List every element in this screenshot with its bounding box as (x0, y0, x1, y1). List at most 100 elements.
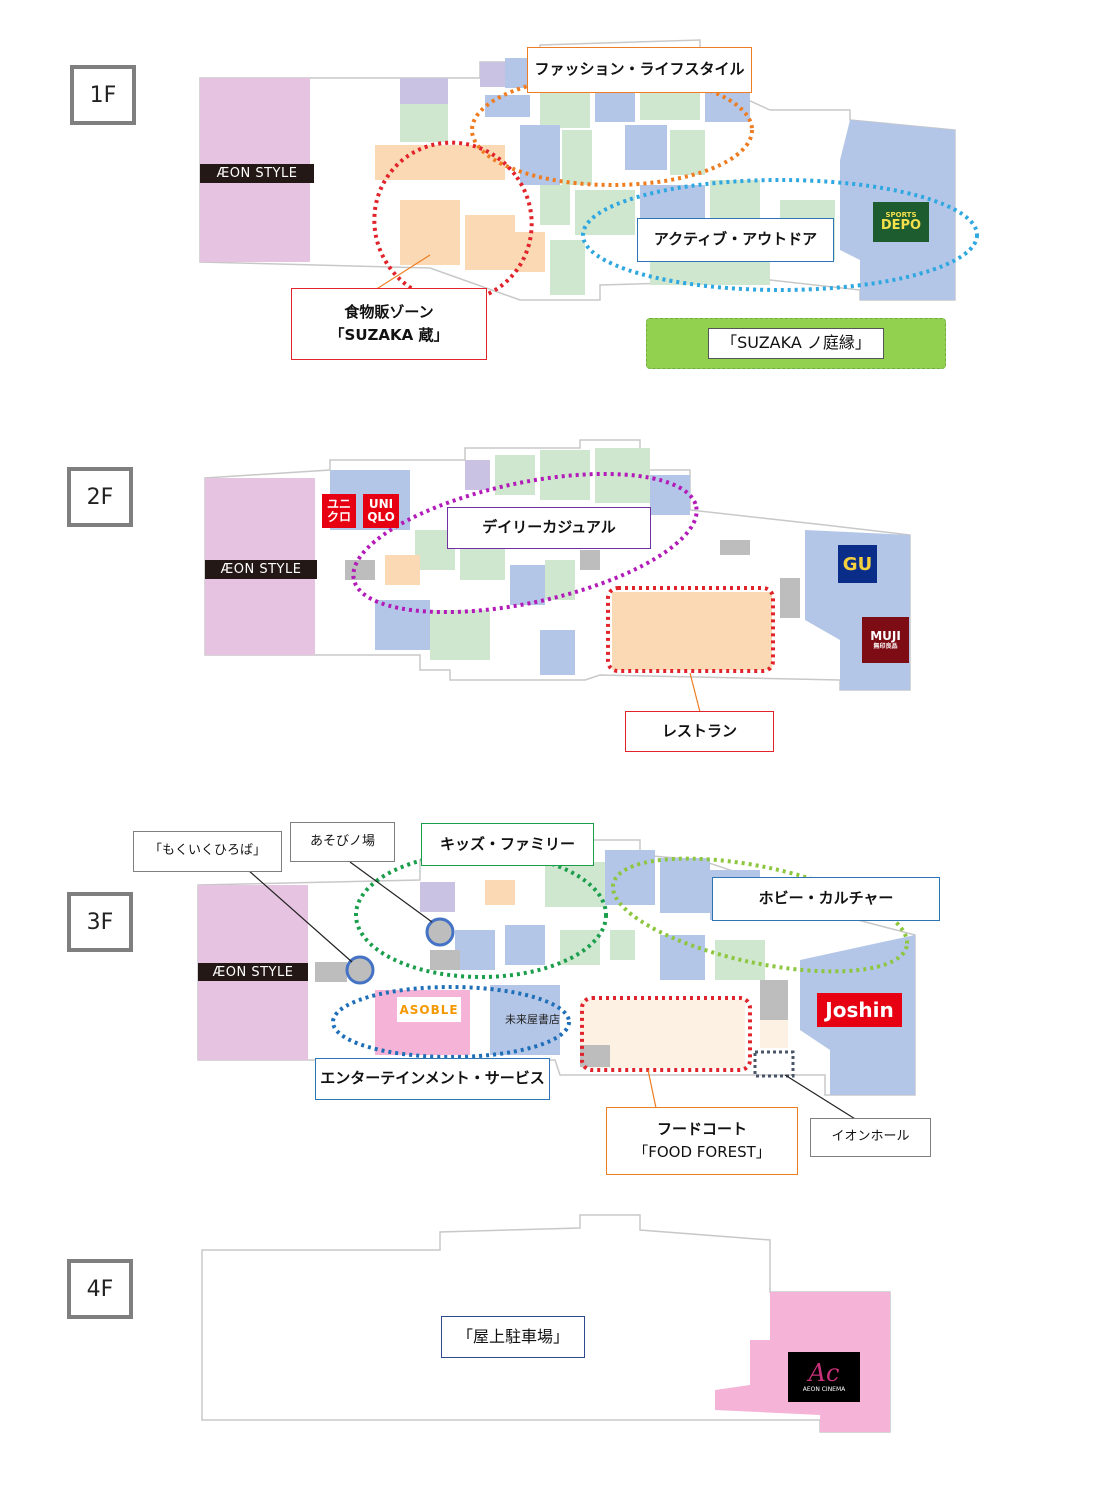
label-garden-banner: 「SUZAKA ノ庭縁」 (646, 318, 946, 369)
label-mokuiku: 「もくいくひろば」 (133, 831, 282, 872)
label-kids-family: キッズ・ファミリー (421, 823, 594, 866)
store (430, 610, 490, 660)
zone-hobby-outline (610, 856, 910, 974)
store (670, 130, 705, 175)
miraiya-label: 未来屋書店 (505, 1013, 560, 1026)
store (610, 930, 635, 960)
mokuiku-leader (247, 869, 353, 963)
store (400, 78, 448, 104)
restaurant-area (612, 592, 772, 670)
food-zone-leader (374, 254, 431, 291)
service-area (580, 1045, 610, 1067)
store (640, 92, 700, 120)
label-restaurant: レストラン (625, 711, 774, 752)
service-area (345, 560, 375, 580)
aeon-cinema-logo: Ac AEON CINEMA (788, 1352, 860, 1402)
store (540, 630, 575, 675)
store (545, 862, 605, 907)
uniqlo-jp-top: ユニ (326, 497, 351, 511)
service-area (720, 540, 750, 555)
store (455, 930, 495, 970)
mokuiku-marker (345, 955, 375, 985)
uniqlo-jp-bottom: クロ (326, 510, 351, 524)
floor-badge-4f: 4F (67, 1259, 133, 1319)
sports-depo-text: DEPO (880, 218, 922, 233)
label-asobi: あそびノ場 (290, 822, 395, 862)
service-area (315, 962, 347, 982)
aeon-hall-outline (753, 1050, 795, 1078)
store (420, 882, 455, 912)
food-store (385, 555, 420, 585)
label-food-zone: 食物販ゾーン 「SUZAKA 蔵」 (291, 288, 487, 360)
floor-badge-3f: 3F (67, 892, 133, 952)
zone-kids-outline (354, 851, 608, 979)
asobi-marker (425, 917, 455, 947)
zone-daily-casual-outline (351, 471, 699, 615)
store (710, 180, 760, 225)
label-daily-casual: デイリーカジュアル (447, 507, 651, 549)
label-rooftop-parking: 「屋上駐車場」 (441, 1316, 585, 1358)
service-area (580, 550, 600, 570)
asoble-logo: ASOBLE (397, 997, 461, 1022)
store (625, 125, 667, 170)
floor-badge-1f: 1F (70, 65, 136, 125)
store (510, 565, 545, 605)
zone-restaurant-outline (606, 586, 775, 673)
uniqlo-logo-jp: ユニ クロ (322, 494, 356, 528)
sports-depo-small-text: SPORTS (885, 211, 917, 219)
store (562, 130, 592, 185)
label-food-zone-line2: 「SUZAKA 蔵」 (329, 326, 449, 344)
service-area (780, 578, 800, 618)
food-store (375, 145, 505, 180)
zone-entertainment-outline (331, 985, 571, 1059)
store (480, 62, 505, 87)
restaurant-leader (689, 672, 701, 713)
service-area (760, 980, 788, 1020)
store (660, 858, 710, 913)
aeon-style-logo: ÆON STYLE (205, 560, 317, 579)
label-food-court: フードコート 「FOOD FOREST」 (606, 1107, 798, 1175)
label-fashion-lifestyle: ファッション・ライフスタイル (527, 47, 752, 93)
zone-food-outline (372, 140, 534, 304)
label-active-outdoor: アクティブ・アウトドア (637, 218, 834, 262)
food-store (465, 215, 515, 270)
food-court-area (760, 1020, 788, 1048)
label-food-zone-line1: 食物販ゾーン (344, 302, 434, 321)
gu-logo: GU (838, 545, 877, 583)
zone-food-court-outline (580, 996, 752, 1072)
store (465, 460, 490, 490)
store (595, 92, 635, 122)
store (560, 930, 600, 965)
aeon-style-logo: ÆON STYLE (198, 963, 308, 981)
muji-logo: MUJI 無印良品 (862, 617, 909, 663)
service-area (430, 950, 460, 970)
store (485, 95, 530, 117)
store (705, 92, 750, 122)
label-hobby-culture: ホビー・カルチャー (712, 877, 940, 921)
joshin-logo: Joshin (817, 993, 902, 1027)
floor-3-map (197, 839, 916, 1123)
store (660, 935, 705, 980)
food-store (400, 200, 460, 265)
label-food-court-line2: 「FOOD FOREST」 (633, 1143, 771, 1161)
uniqlo-logo-en: UNI QLO (363, 494, 399, 528)
aeon-cinema-text: AEON CINEMA (802, 1386, 846, 1393)
food-court-leader (647, 1069, 657, 1109)
aeon-style-logo: ÆON STYLE (200, 164, 314, 183)
muji-sub-text: 無印良品 (873, 642, 898, 650)
label-food-court-line1: フードコート (656, 1119, 747, 1138)
store (400, 104, 448, 142)
store (540, 92, 590, 128)
store (540, 185, 570, 225)
store (550, 240, 585, 295)
uniqlo-en-top: UNI (368, 497, 394, 511)
uniqlo-en-bottom: QLO (367, 510, 395, 524)
zone-fashion-outline (470, 73, 754, 187)
sports-depo-logo: SPORTS DEPO (873, 202, 929, 242)
store (605, 850, 655, 905)
muji-text: MUJI (870, 628, 901, 643)
label-entertainment: エンターテインメント・サービス (315, 1058, 550, 1100)
store (495, 455, 535, 495)
zone-active-outline (581, 178, 979, 292)
